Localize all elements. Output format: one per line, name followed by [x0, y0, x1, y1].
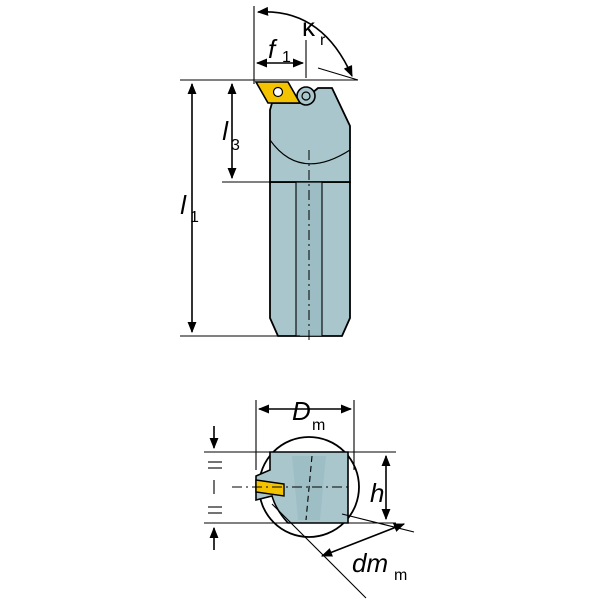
- dm-extension-1: [271, 503, 367, 599]
- Dm-subscript: m: [312, 417, 325, 434]
- clamp-screw-inner: [301, 91, 311, 101]
- end-view-inner-line: [305, 455, 313, 521]
- kappa-r-extension: [317, 67, 359, 81]
- dm-label: dm: [352, 548, 388, 578]
- f1-label: f: [268, 34, 278, 64]
- end-view-insert: [255, 479, 285, 497]
- kappa-r-angle-arc: [256, 6, 353, 78]
- l1-label: l: [180, 190, 187, 220]
- l3-subscript: 3: [231, 137, 240, 154]
- kappa-r-subscript: r: [320, 32, 326, 49]
- l3-label: l: [222, 116, 229, 146]
- insert-hole: [272, 86, 284, 98]
- kappa-r-label: κ: [302, 12, 316, 42]
- end-view: D m h dm m: [204, 396, 415, 599]
- h-label: h: [370, 478, 384, 508]
- side-view: l 1 l 3 f 1 κ r: [180, 6, 359, 340]
- dm-subscript: m: [394, 567, 407, 584]
- clamp-screw: [296, 86, 316, 106]
- dm-dimension-line: [320, 523, 406, 557]
- tool-body: [254, 81, 351, 340]
- Dm-label: D: [292, 396, 311, 426]
- head-transition-curve: [269, 139, 351, 165]
- l1-subscript: 1: [190, 209, 199, 226]
- f1-subscript: 1: [282, 49, 291, 66]
